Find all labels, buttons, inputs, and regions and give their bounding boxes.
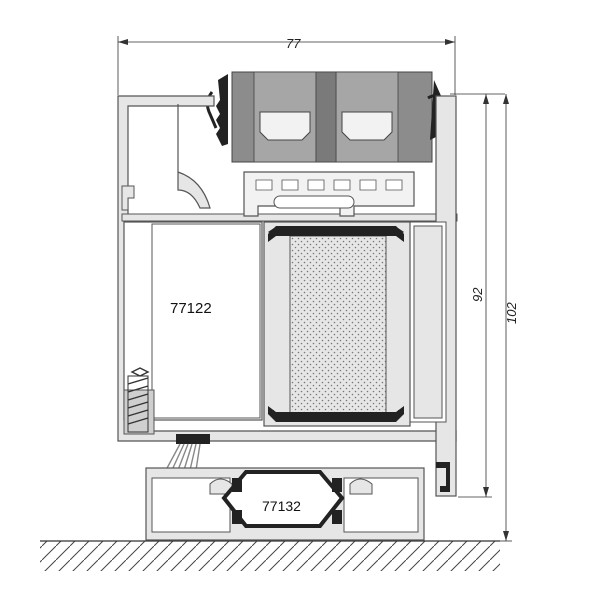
glazing-gasket-left bbox=[205, 74, 228, 146]
thermal-break-bar bbox=[243, 171, 415, 217]
dimension-height-inner: 92 bbox=[450, 93, 505, 498]
frame-profile: 77122 bbox=[117, 95, 458, 497]
sill-code-label: 77132 bbox=[262, 498, 301, 514]
dimension-width-label: 77 bbox=[286, 36, 301, 51]
drip-gasket bbox=[436, 462, 450, 492]
insulation-core bbox=[263, 221, 411, 427]
dimension-height-outer: 102 bbox=[496, 94, 519, 542]
glass-unit bbox=[231, 71, 433, 163]
bottom-seal bbox=[165, 434, 210, 471]
dimension-height-outer-label: 102 bbox=[504, 302, 519, 324]
frame-code-label: 77122 bbox=[170, 300, 212, 317]
fixing-screw bbox=[123, 367, 155, 435]
dimension-width: 77 bbox=[117, 36, 456, 95]
sill-profile: 77132 bbox=[145, 467, 425, 541]
dimension-height-inner-label: 92 bbox=[470, 287, 485, 302]
floor-hatch bbox=[40, 540, 500, 571]
